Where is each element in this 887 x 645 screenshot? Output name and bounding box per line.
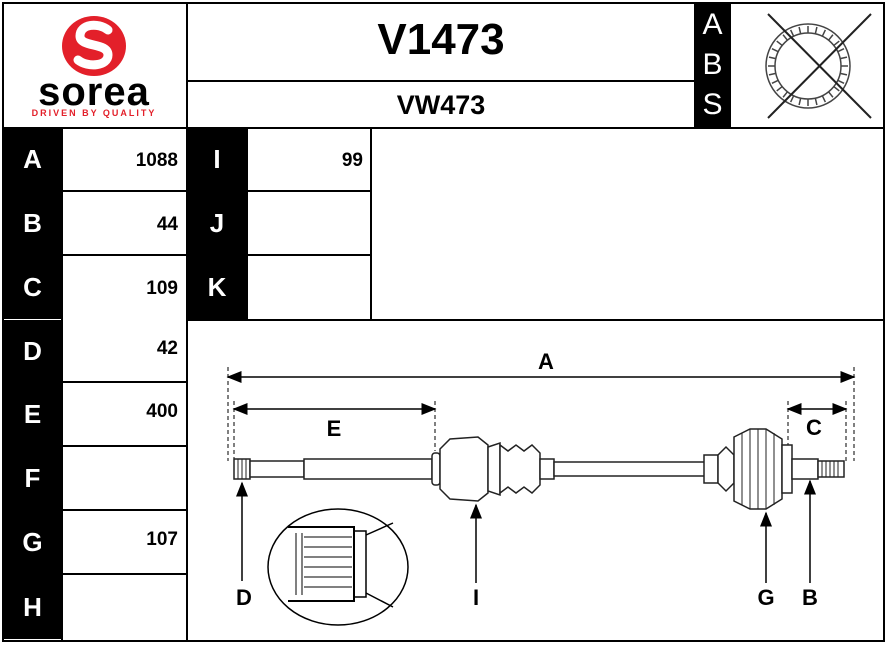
left-table-edge [186,127,188,642]
abs-divider-right [729,2,731,128]
dim-label-a: A [538,349,554,374]
diagram-top-line [186,319,885,321]
row-line [2,381,188,383]
abs-divider-left [694,2,696,128]
spec-letter-a: A [4,128,61,191]
pointer-label-g: G [757,585,774,610]
reference-code: VW473 [396,90,486,120]
spec-letter-d: D [4,320,61,382]
part-number: V1473 [377,15,505,64]
dim-label-e: E [327,416,342,441]
spec-letter-f: F [4,447,61,510]
pointer-label-d: D [236,585,252,610]
spec-value-e: 400 [146,401,178,422]
header-bottom-line [2,127,885,129]
spec-value-g: 107 [146,529,178,550]
pointer-label-b: B [802,585,818,610]
spec-letter-i: I [188,128,246,191]
spec-letter-k: K [188,256,246,319]
dim-label-c: C [806,415,822,440]
spec-letter-c: C [4,256,61,319]
sorea-logo: sorea DRIVEN BY QUALITY [8,8,180,123]
left-col-divider [61,127,63,642]
abs-strip: A B S [696,2,729,127]
row-line [2,254,372,256]
right-table-edge [370,127,372,319]
logo-tagline: DRIVEN BY QUALITY [31,108,157,118]
logo-brand-text: sorea [38,70,150,114]
spec-value-a: 1088 [135,150,178,171]
row-line [2,445,188,447]
row-line [2,509,188,511]
spec-letter-e: E [4,383,61,446]
spline-detail-zoom [267,508,409,626]
spec-letter-h: H [4,575,61,639]
spec-letter-b: B [4,192,61,255]
pointer-label-i: I [473,585,479,610]
driveshaft-drawing [233,428,845,510]
spec-value-i: 99 [341,150,363,171]
header-divider [186,80,694,82]
no-abs-icon [733,6,883,124]
driveshaft-diagram: A E C [188,321,884,640]
abs-letter-s: S [702,88,723,121]
logo-divider [186,2,188,128]
row-line [2,573,188,575]
abs-letter-b: B [702,48,723,81]
spec-value-d: 42 [156,338,178,359]
right-col-divider [246,127,248,319]
spec-letter-j: J [188,192,246,255]
abs-letter-a: A [702,8,723,41]
spec-letter-g: G [4,511,61,574]
spec-value-c: 109 [146,278,178,299]
spec-value-b: 44 [156,214,178,235]
row-line [2,190,372,192]
sorea-logo-mark [62,16,126,76]
